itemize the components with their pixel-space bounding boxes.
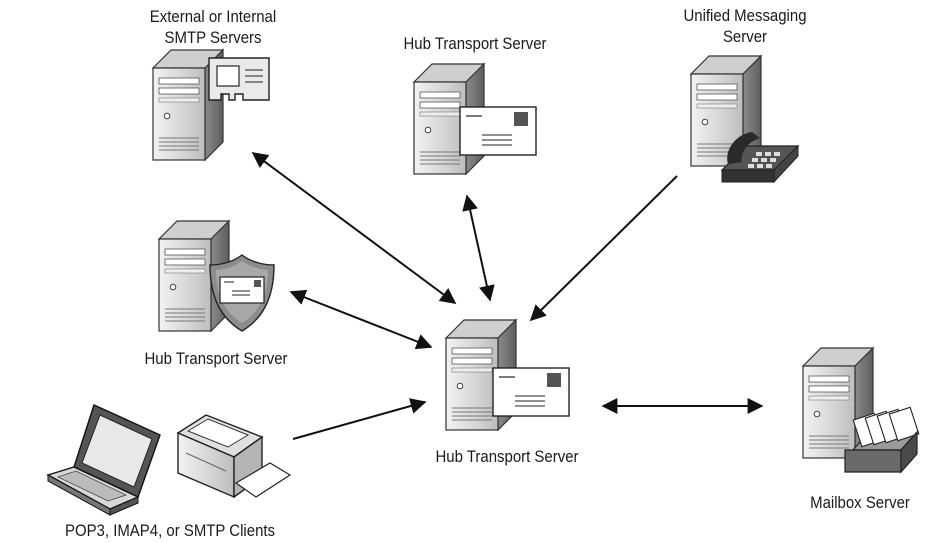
connections: [251, 152, 764, 440]
connection-hub-edge: [289, 289, 433, 350]
hub-top-label: Hub Transport Server: [403, 34, 547, 53]
connection-clients: [292, 398, 427, 440]
laptop-icon: [46, 404, 161, 516]
secure-hub-transport-server-icon: [158, 220, 275, 332]
inbox-tray-icon: [844, 406, 920, 474]
clients-label: POP3, IMAP4, or SMTP Clients: [64, 521, 276, 540]
hub-transport-server-top-icon: [413, 63, 537, 175]
unified-messaging-label: Unified Messaging Server: [683, 6, 807, 46]
connection-external-smtp: [251, 152, 457, 304]
printer-icon: [176, 414, 292, 499]
external-smtp-label: External or Internal SMTP Servers: [149, 7, 277, 47]
unified-messaging-server-icon: [690, 55, 800, 184]
shield-icon: [209, 254, 275, 332]
clients-icon: [46, 404, 292, 516]
connection-hub-top: [462, 194, 495, 302]
phone-icon: [720, 132, 800, 184]
hub-edge-label: Hub Transport Server: [144, 349, 288, 368]
mailbox-server-icon: [802, 347, 920, 474]
hub-transport-server-center-icon: [445, 319, 570, 431]
hub-center-label: Hub Transport Server: [435, 447, 579, 466]
mailbox-label: Mailbox Server: [810, 493, 910, 512]
smtp-server-icon: [152, 49, 270, 161]
connection-unified-messaging: [529, 175, 678, 322]
